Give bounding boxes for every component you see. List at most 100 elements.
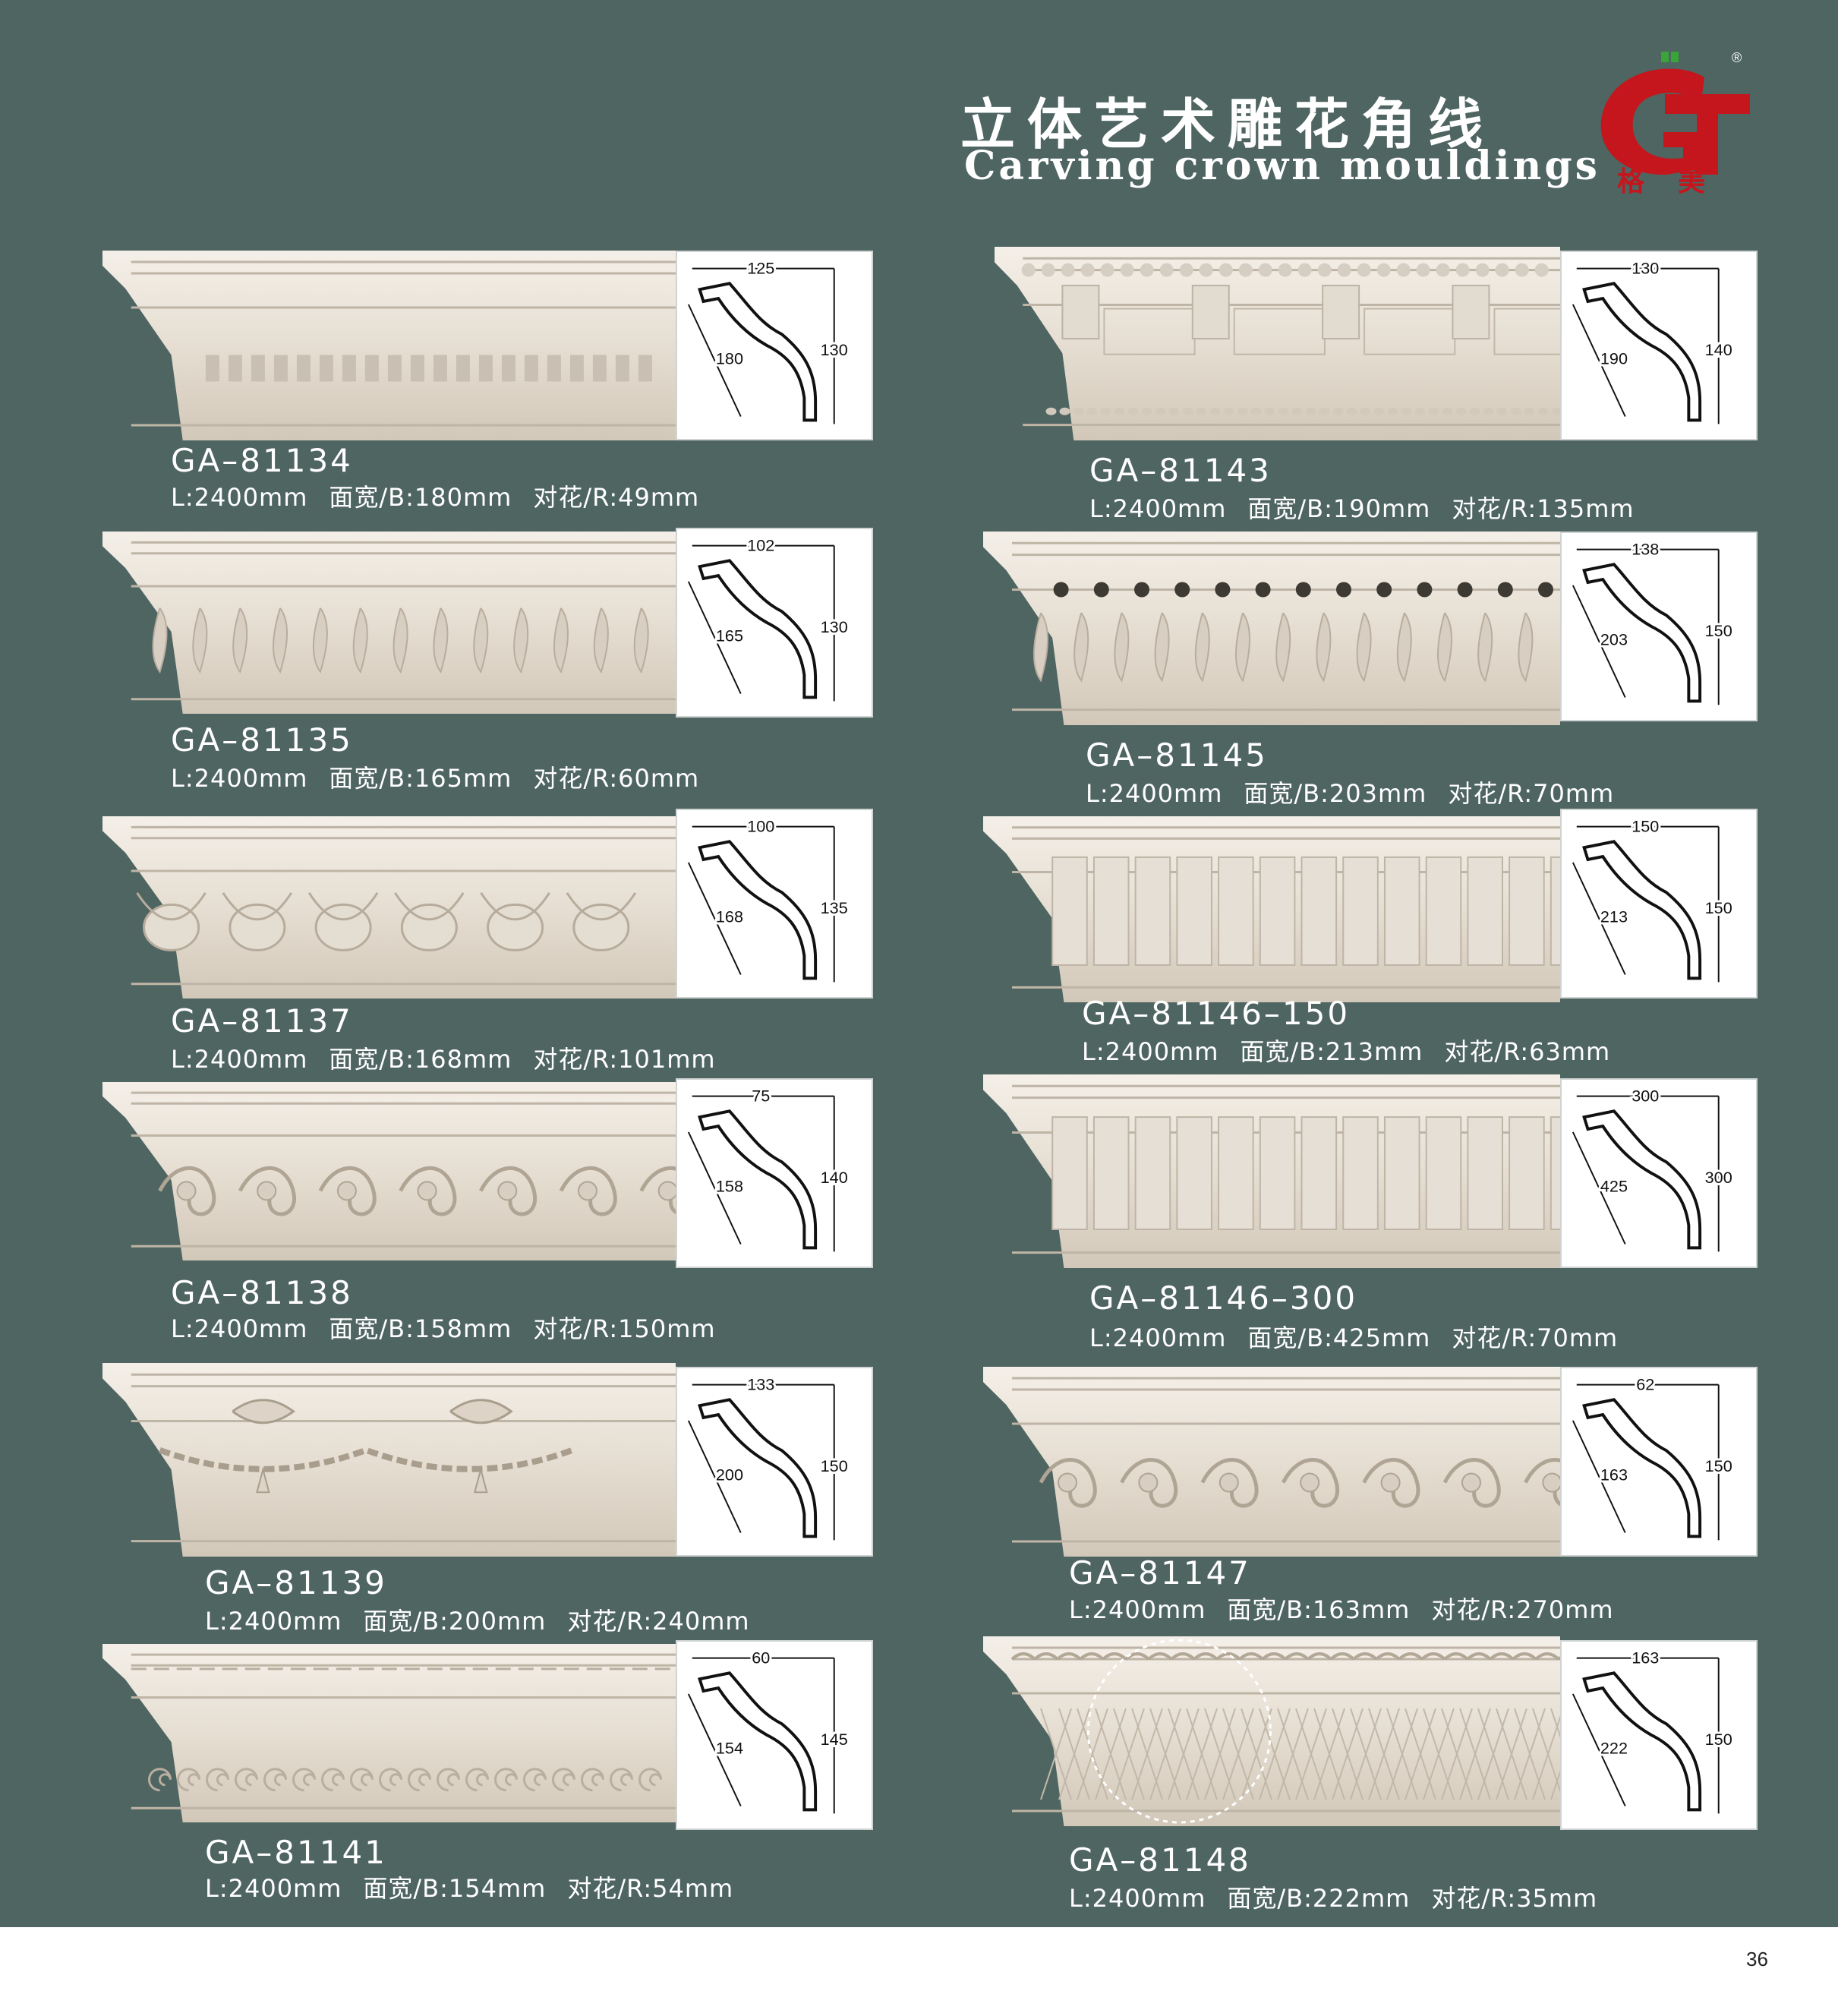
product-spec: L:2400mm 面宽/B:163mm 对花/R:270mm	[1069, 1591, 1614, 1626]
spec-length: L:2400mm	[1086, 779, 1223, 808]
moulding-photo	[995, 247, 1560, 440]
spec-repeat: 对花/R:135mm	[1452, 494, 1635, 523]
spec-width: 面宽/B:425mm	[1247, 1323, 1431, 1352]
spec-repeat: 对花/R:270mm	[1431, 1595, 1614, 1624]
ornament-fret	[131, 1667, 676, 1792]
profile-diag-dim: 222	[1600, 1739, 1628, 1758]
ornament-scroll	[158, 1166, 676, 1216]
spec-length: L:2400mm	[205, 1607, 342, 1636]
profile-top-dim: 125	[747, 259, 774, 278]
profile-diag-dim: 165	[716, 626, 743, 645]
spec-repeat: 对花/R:70mm	[1452, 1323, 1619, 1352]
product-code: GA–81141	[205, 1834, 387, 1871]
ornament-flutes	[1051, 856, 1560, 967]
product-code: GA–81143	[1089, 452, 1272, 489]
profile-right-dim: 135	[821, 898, 848, 917]
profile-top-dim: 62	[1636, 1375, 1654, 1394]
spec-repeat: 对花/R:70mm	[1448, 779, 1615, 808]
brand-logo-text: 格美	[1617, 166, 1739, 197]
spec-repeat: 对花/R:54mm	[567, 1874, 734, 1903]
spec-length: L:2400mm	[1089, 1323, 1227, 1352]
spec-width: 面宽/B:180mm	[329, 483, 512, 512]
spec-repeat: 对花/R:63mm	[1444, 1037, 1611, 1066]
profile-right-dim: 145	[821, 1730, 848, 1749]
profile-right-dim: 150	[1705, 898, 1732, 917]
ornament-lattice	[1010, 1639, 1560, 1824]
profile-diag-dim: 190	[1600, 349, 1628, 368]
profile-diagram: 163 222 150	[1560, 1640, 1758, 1830]
moulding-photo	[983, 1367, 1560, 1557]
product-code: GA–81146–150	[1082, 995, 1351, 1032]
product-code: GA–81147	[1069, 1554, 1251, 1592]
spec-repeat: 对花/R:60mm	[533, 764, 700, 793]
brand-logo-icon: ®	[1600, 50, 1750, 175]
ornament-flutes	[1051, 1116, 1560, 1230]
product-spec: L:2400mm 面宽/B:425mm 对花/R:70mm	[1089, 1319, 1618, 1354]
product-code: GA–81148	[1069, 1841, 1251, 1879]
profile-top-dim: 163	[1632, 1648, 1659, 1667]
spec-width: 面宽/B:222mm	[1227, 1884, 1411, 1913]
profile-diagram: 62 163 150	[1560, 1367, 1758, 1557]
ornament-dentil	[205, 355, 652, 382]
profile-right-dim: 150	[1705, 1456, 1732, 1475]
profile-diag-dim: 163	[1600, 1465, 1628, 1484]
spec-length: L:2400mm	[205, 1874, 342, 1903]
profile-top-dim: 300	[1632, 1087, 1659, 1106]
moulding-photo	[102, 816, 676, 999]
profile-diagram: 300 425 300	[1560, 1078, 1758, 1268]
profile-top-dim: 60	[752, 1648, 770, 1667]
spec-width: 面宽/B:213mm	[1240, 1037, 1423, 1066]
profile-right-dim: 150	[1705, 621, 1732, 640]
profile-top-dim: 102	[747, 536, 774, 555]
spec-repeat: 对花/R:35mm	[1431, 1884, 1598, 1913]
spec-width: 面宽/B:163mm	[1227, 1595, 1411, 1624]
ornament-acanthus	[1033, 582, 1553, 683]
profile-diag-dim: 213	[1600, 907, 1628, 926]
spec-repeat: 对花/R:150mm	[533, 1314, 716, 1343]
page-title-chinese: 立体艺术雕花角线	[960, 92, 1496, 156]
moulding-photo	[983, 1636, 1560, 1826]
product-spec: L:2400mm 面宽/B:165mm 对花/R:60mm	[171, 759, 699, 794]
profile-right-dim: 140	[1705, 340, 1732, 359]
spec-length: L:2400mm	[171, 764, 308, 793]
moulding-photo	[983, 1074, 1560, 1268]
spec-width: 面宽/B:190mm	[1247, 494, 1431, 523]
profile-top-dim: 138	[1632, 540, 1659, 559]
moulding-photo	[102, 1082, 676, 1260]
page-title-english: Carving crown mouldings	[964, 143, 1600, 189]
profile-right-dim: 150	[1705, 1730, 1732, 1749]
moulding-photo	[983, 816, 1560, 1002]
profile-diag-dim: 425	[1600, 1177, 1628, 1196]
spec-length: L:2400mm	[1069, 1595, 1206, 1624]
ornament-egg	[136, 891, 637, 951]
profile-right-dim: 150	[821, 1456, 848, 1475]
registered-mark: ®	[1732, 50, 1742, 65]
spec-width: 面宽/B:165mm	[329, 764, 512, 793]
moulding-photo	[102, 1644, 676, 1822]
page-number: 36	[1746, 1948, 1768, 1970]
moulding-photo	[102, 1363, 676, 1557]
profile-right-dim: 300	[1705, 1168, 1732, 1187]
spec-length: L:2400mm	[171, 1045, 308, 1074]
product-code: GA–81139	[205, 1564, 387, 1601]
ornament-modillion	[1021, 263, 1560, 415]
spec-repeat: 对花/R:240mm	[567, 1607, 750, 1636]
catalog-page: 立体艺术雕花角线 Carving crown mouldings ® 格美 12…	[0, 0, 1838, 1927]
spec-repeat: 对花/R:101mm	[533, 1045, 716, 1074]
profile-top-dim: 133	[747, 1375, 774, 1394]
profile-right-dim: 140	[821, 1168, 848, 1187]
spec-width: 面宽/B:203mm	[1244, 779, 1427, 808]
